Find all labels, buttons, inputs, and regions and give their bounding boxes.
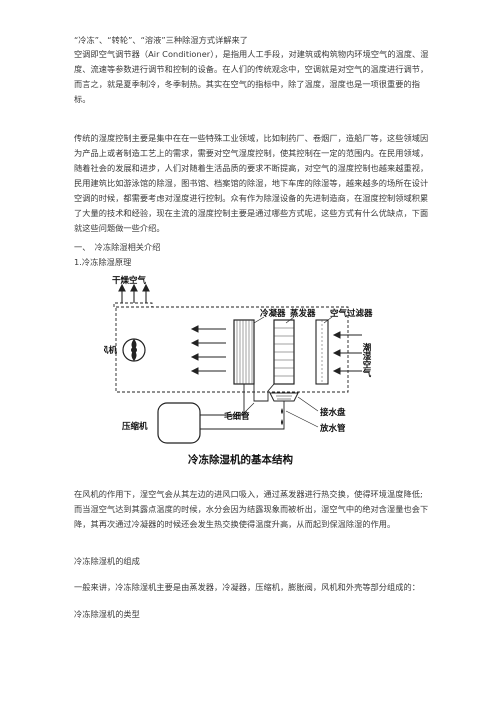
dehumidifier-diagram: 干燥空气 风机 压缩机 冷凝器 蒸发器 空气过滤器 毛细管 接水盘 放水管 潮湿… bbox=[104, 273, 398, 470]
label-compressor: 压缩机 bbox=[122, 421, 148, 432]
humid-air-arrows bbox=[332, 331, 362, 375]
airflow-arrows bbox=[190, 325, 226, 375]
drain-pan bbox=[269, 392, 299, 402]
dry-air-arrows bbox=[118, 283, 150, 303]
housing-outline bbox=[115, 306, 349, 393]
refrigerant-pipes bbox=[200, 383, 285, 430]
paragraph-components-heading: 冷冻除湿机的组成 bbox=[74, 556, 140, 566]
air-filter bbox=[315, 319, 329, 385]
paragraph-intro: 空调即空气调节器（Air Conditioner），是指用人工手段，对建筑或构筑… bbox=[74, 49, 429, 104]
label-condenser: 冷凝器 bbox=[260, 308, 286, 319]
condenser-coil bbox=[233, 319, 255, 385]
label-humid-air: 潮湿空气 bbox=[361, 342, 372, 378]
diagram-caption: 冷冻除湿机的基本结构 bbox=[188, 453, 293, 466]
paragraph-components: 一般来讲，冷冻除湿机主要是由蒸发器，冷凝器，压缩机，膨胀阀，风机和外壳等部分组成… bbox=[74, 582, 420, 592]
fan-icon bbox=[122, 338, 146, 362]
label-drain-pipe: 放水管 bbox=[319, 423, 346, 434]
label-fan: 风机 bbox=[104, 345, 118, 356]
label-dry-air: 干燥空气 bbox=[112, 275, 147, 286]
paragraph-background: 传统的湿度控制主要是集中在在一些特殊工业领域，比如制药厂、卷烟厂，造船厂等，这些… bbox=[74, 133, 429, 233]
compressor bbox=[157, 402, 201, 444]
evaporator-coil bbox=[273, 319, 295, 385]
label-air-filter: 空气过滤器 bbox=[330, 308, 373, 319]
paragraph-principle: 在风机的作用下，湿空气会从其左边的进风口吸入，通过蒸发器进行热交换，使得环境温度… bbox=[74, 489, 429, 529]
document-title: “冷冻”、“转轮”、“溶液”三种除湿方式详解来了 bbox=[74, 35, 249, 45]
water-drops-icon bbox=[281, 408, 283, 425]
subsection-heading: 1.冷冻除湿原理 bbox=[74, 257, 132, 267]
paragraph-types-heading: 冷冻除湿机的类型 bbox=[74, 609, 140, 619]
section-heading: 一、 冷冻除湿相关介绍 bbox=[74, 242, 161, 252]
label-capillary: 毛细管 bbox=[224, 411, 250, 422]
label-evaporator: 蒸发器 bbox=[290, 308, 316, 319]
label-drain-pan: 接水盘 bbox=[320, 407, 346, 418]
